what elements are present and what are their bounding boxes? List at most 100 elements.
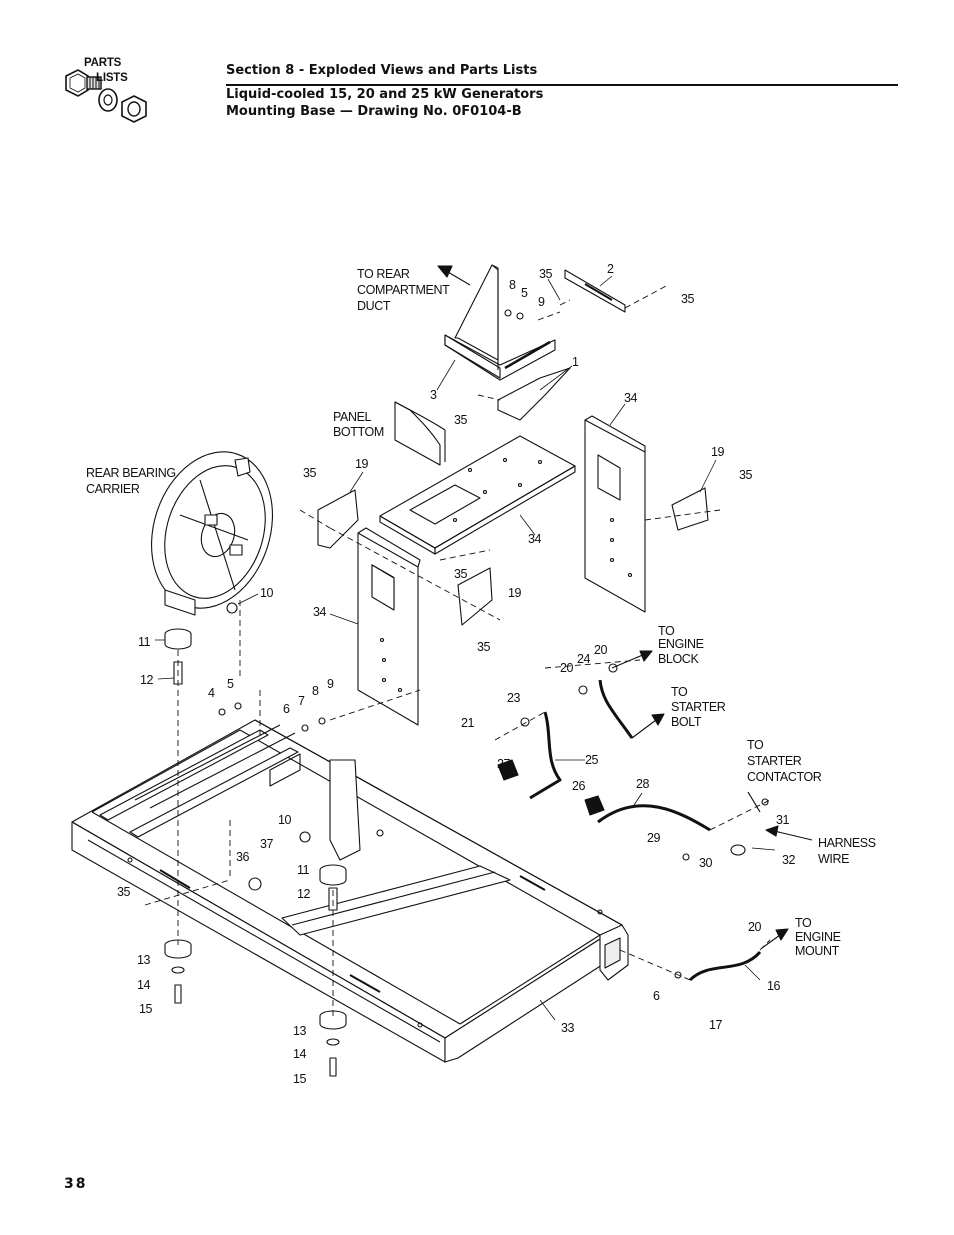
- support-plate-center: [379, 401, 576, 555]
- part-number: 10: [278, 813, 292, 827]
- part-number: 35: [739, 468, 753, 482]
- part-number: 13: [293, 1024, 307, 1038]
- cable-25: [529, 711, 562, 800]
- section-title: Section 8 - Exploded Views and Parts Lis…: [226, 63, 538, 78]
- header-rule: [226, 84, 898, 86]
- part-number: 17: [709, 1018, 723, 1032]
- label-engine-mount-3: MOUNT: [795, 944, 840, 958]
- cable-24: [598, 679, 634, 739]
- part-number: 35: [117, 885, 131, 899]
- part-number: 21: [461, 716, 475, 730]
- label-engine-block-1: TO: [658, 624, 675, 638]
- label-starter-contactor-1: TO: [747, 738, 764, 752]
- part-number: 12: [297, 887, 311, 901]
- label-starter-bolt-1: TO: [671, 685, 688, 699]
- part-number: 31: [776, 813, 790, 827]
- part-number: 5: [521, 286, 528, 300]
- callout-arrows: [437, 265, 813, 949]
- rear-bearing-carrier: [151, 451, 273, 616]
- callout-labels: TO REAR COMPARTMENT DUCT PANEL BOTTOM RE…: [86, 267, 876, 958]
- cable-28: [597, 804, 711, 832]
- part-number: 24: [577, 652, 591, 666]
- part-number: 34: [313, 605, 327, 619]
- part-number: 9: [327, 677, 334, 691]
- part-number: 25: [585, 753, 599, 767]
- part-number: 14: [293, 1047, 307, 1061]
- label-rear-duct-1: TO REAR: [357, 267, 410, 281]
- part-number: 35: [477, 640, 491, 654]
- label-rear-bearing-1: REAR BEARING: [86, 466, 176, 480]
- side-plate-right: [584, 415, 646, 613]
- part-number: 36: [236, 850, 250, 864]
- part-number: 35: [539, 267, 553, 281]
- part-number: 15: [139, 1002, 153, 1016]
- part-number: 14: [137, 978, 151, 992]
- part-number: 5: [227, 677, 234, 691]
- part-number: 6: [653, 989, 660, 1003]
- part-number: 15: [293, 1072, 307, 1086]
- label-starter-contactor-2: STARTER: [747, 754, 802, 768]
- riser-bracket: [329, 759, 361, 861]
- part-number: 30: [699, 856, 713, 870]
- label-engine-mount-2: ENGINE: [795, 930, 841, 944]
- label-panel-bottom-2: BOTTOM: [333, 425, 384, 439]
- part-number: 34: [528, 532, 542, 546]
- leader-lines: [155, 275, 776, 1021]
- drawing-subtitle-line1: Liquid-cooled 15, 20 and 25 kW Generator…: [226, 87, 544, 102]
- part-number: 9: [538, 295, 545, 309]
- parts-lists-logo: PARTS LISTS: [58, 56, 158, 136]
- bracket-19-right: [671, 487, 709, 531]
- label-rear-bearing-2: CARRIER: [86, 482, 140, 496]
- part-number: 11: [138, 635, 151, 649]
- part-number: 35: [681, 292, 695, 306]
- page-number: 38: [64, 1176, 88, 1192]
- part-number: 35: [454, 413, 468, 427]
- part-number: 11: [297, 863, 310, 877]
- part-number: 37: [260, 837, 274, 851]
- drawing-subtitle-line2: Mounting Base — Drawing No. 0F0104-B: [226, 104, 522, 119]
- part-number: 20: [560, 661, 574, 675]
- label-engine-mount-1: TO: [795, 916, 812, 930]
- label-engine-block-2: ENGINE: [658, 637, 704, 651]
- part-number: 20: [594, 643, 608, 657]
- part-number: 10: [260, 586, 274, 600]
- part-number: 16: [767, 979, 781, 993]
- logo-parts-text: PARTS: [84, 57, 122, 69]
- part-number: 19: [355, 457, 369, 471]
- part-number: 19: [508, 586, 522, 600]
- part-number: 29: [647, 831, 661, 845]
- label-panel-bottom-1: PANEL: [333, 410, 372, 424]
- part-number: 28: [636, 777, 650, 791]
- label-harness-wire-2: WIRE: [818, 852, 849, 866]
- part-number: 33: [561, 1021, 575, 1035]
- bracket-19-left: [317, 489, 359, 549]
- part-number: 26: [572, 779, 586, 793]
- base-frame: [71, 719, 629, 1063]
- part-number: 23: [507, 691, 521, 705]
- bolt-nut-washer-icon: [65, 69, 147, 123]
- label-starter-bolt-2: STARTER: [671, 700, 726, 714]
- part-number: 6: [283, 702, 290, 716]
- label-harness-wire-1: HARNESS: [818, 836, 876, 850]
- part-number: 19: [711, 445, 725, 459]
- part-number: 32: [782, 853, 796, 867]
- part-number: 35: [303, 466, 317, 480]
- part-number: 3: [430, 388, 437, 402]
- part-number: 13: [137, 953, 151, 967]
- part-number: 20: [748, 920, 762, 934]
- part-number: 12: [140, 673, 154, 687]
- part-number: 35: [454, 567, 468, 581]
- part-number: 2: [607, 262, 614, 276]
- part-number-labels: 8 5 9 35 2 35 3 1 35 34 19 35 35 19 34 1…: [117, 262, 796, 1086]
- part-number: 8: [509, 278, 516, 292]
- part-number: 27: [497, 757, 511, 771]
- label-starter-bolt-3: BOLT: [671, 715, 702, 729]
- cable-16: [688, 950, 762, 982]
- label-rear-duct-3: DUCT: [357, 299, 391, 313]
- duct-bracket: [444, 264, 626, 421]
- part-number: 1: [572, 355, 579, 369]
- side-plate-left: [357, 527, 421, 726]
- label-engine-block-3: BLOCK: [658, 652, 699, 666]
- part-number: 34: [624, 391, 638, 405]
